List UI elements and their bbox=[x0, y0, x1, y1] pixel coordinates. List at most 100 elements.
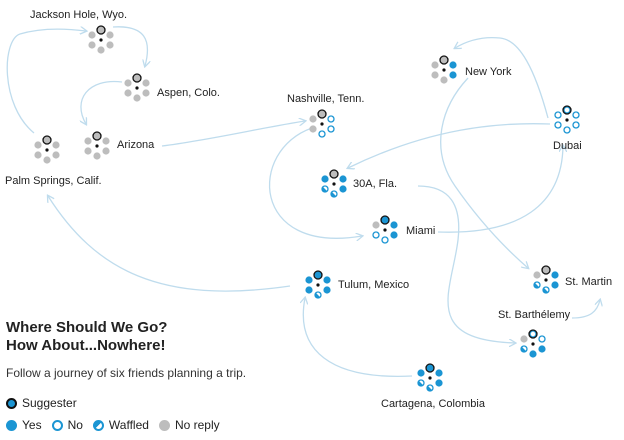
arrow-jackson-to-aspen bbox=[112, 26, 147, 66]
cluster-arizona bbox=[84, 131, 110, 160]
vote-no-dot bbox=[318, 130, 326, 138]
label-new-york: New York bbox=[465, 66, 512, 78]
vote-noreply-dot bbox=[106, 41, 114, 49]
vote-yes-dot bbox=[305, 286, 313, 294]
vote-waffled-half bbox=[417, 380, 424, 387]
label-st-martin: St. Martin bbox=[565, 276, 613, 288]
vote-waffled-half bbox=[520, 346, 527, 353]
vote-no-dot bbox=[372, 231, 380, 239]
vote-noreply-dot bbox=[309, 125, 317, 133]
suggester-ring bbox=[329, 169, 339, 179]
legend-suggester-row: Suggester bbox=[6, 396, 87, 410]
vote-yes-dot bbox=[529, 350, 537, 358]
cluster-nashville bbox=[309, 109, 335, 138]
cluster-center-dot bbox=[320, 122, 324, 126]
vote-noreply-dot bbox=[440, 56, 448, 64]
vote-waffled-half bbox=[426, 385, 433, 392]
legend-yes-label: Yes bbox=[22, 418, 42, 432]
vote-yes-dot bbox=[339, 175, 347, 183]
vote-yes-dot bbox=[390, 221, 398, 229]
cluster-tulum bbox=[305, 270, 331, 299]
label-miami: Miami bbox=[406, 225, 436, 237]
suggester-ring bbox=[42, 135, 52, 145]
vote-noreply-dot bbox=[309, 115, 317, 123]
label-tulum: Tulum, Mexico bbox=[338, 279, 410, 291]
vote-noreply-dot bbox=[440, 76, 448, 84]
vote-yes-dot bbox=[323, 286, 331, 294]
vote-noreply-dot bbox=[330, 170, 338, 178]
vote-noreply-dot bbox=[43, 156, 51, 164]
vote-noreply-dot bbox=[542, 266, 550, 274]
arrow-palmsprings-to-jackson bbox=[6, 29, 86, 134]
vote-no-dot bbox=[554, 121, 562, 129]
vote-waffled-half bbox=[321, 186, 328, 193]
no-reply-swatch-icon bbox=[158, 419, 170, 431]
cluster-dubai bbox=[554, 105, 580, 134]
legend-waffled-label: Waffled bbox=[108, 418, 149, 432]
vote-yes-dot bbox=[339, 185, 347, 193]
no-swatch-icon bbox=[51, 419, 63, 431]
cluster-newyork bbox=[431, 55, 457, 84]
title-line-1: Where Should We Go? bbox=[6, 319, 168, 336]
cluster-center-dot bbox=[95, 144, 99, 148]
vote-yes-dot bbox=[417, 369, 425, 377]
waffled-swatch-icon bbox=[92, 419, 104, 431]
suggester-ring bbox=[380, 215, 390, 225]
cluster-jackson bbox=[88, 25, 114, 54]
vote-no-dot bbox=[554, 111, 562, 119]
vote-noreply-dot bbox=[124, 79, 132, 87]
suggester-ring bbox=[132, 73, 142, 83]
label-arizona: Arizona bbox=[117, 139, 155, 151]
legend-yes: Yes bbox=[6, 418, 42, 432]
suggester-ring bbox=[313, 270, 323, 280]
vote-noreply-dot bbox=[142, 79, 150, 87]
cluster-thirtya bbox=[321, 169, 347, 198]
label-30a: 30A, Fla. bbox=[353, 178, 398, 190]
arrow-arizona-to-nashville bbox=[161, 121, 305, 147]
suggester-ring bbox=[528, 329, 538, 339]
vote-yes-dot bbox=[381, 216, 389, 224]
vote-waffled-half bbox=[330, 191, 337, 198]
vote-yes-dot bbox=[426, 364, 434, 372]
label-nashville: Nashville, Tenn. bbox=[287, 93, 365, 105]
vote-no-dot bbox=[381, 236, 389, 244]
vote-no-dot bbox=[529, 330, 537, 338]
vote-noreply-dot bbox=[84, 137, 92, 145]
vote-noreply-dot bbox=[84, 147, 92, 155]
vote-noreply-dot bbox=[106, 31, 114, 39]
arrow-cartagena-to-tulum bbox=[303, 298, 413, 377]
arrow-stbarth-to-stmartin bbox=[571, 300, 600, 319]
page-title: Where Should We Go? How About...Nowhere! bbox=[6, 319, 167, 355]
label-cartagena: Cartagena, Colombia bbox=[381, 398, 485, 410]
cluster-miami bbox=[372, 215, 398, 244]
cluster-center-dot bbox=[99, 38, 103, 42]
cluster-center-dot bbox=[383, 228, 387, 232]
vote-yes-dot bbox=[323, 276, 331, 284]
vote-no-dot bbox=[327, 125, 335, 133]
legend-no-label: No bbox=[67, 418, 83, 432]
vote-yes-dot bbox=[449, 71, 457, 79]
vote-noreply-dot bbox=[88, 41, 96, 49]
vote-yes-dot bbox=[449, 61, 457, 69]
cluster-stmartin bbox=[533, 265, 559, 294]
vote-no-dot bbox=[563, 106, 571, 114]
vote-noreply-dot bbox=[431, 61, 439, 69]
vote-noreply-dot bbox=[372, 221, 380, 229]
vote-noreply-dot bbox=[133, 94, 141, 102]
legend-no: No bbox=[51, 418, 83, 432]
vote-waffled-half bbox=[533, 282, 540, 289]
arrow-tulum-to-palmsprings bbox=[48, 196, 291, 292]
vote-noreply-dot bbox=[52, 151, 60, 159]
vote-yes-dot bbox=[551, 271, 559, 279]
cluster-center-dot bbox=[565, 118, 569, 122]
legend-waffled: Waffled bbox=[92, 418, 149, 432]
vote-yes-dot bbox=[390, 231, 398, 239]
suggester-swatch-icon bbox=[6, 397, 17, 409]
vote-noreply-dot bbox=[102, 147, 110, 155]
vote-noreply-dot bbox=[43, 136, 51, 144]
cluster-center-dot bbox=[316, 283, 320, 287]
cluster-center-dot bbox=[428, 376, 432, 380]
arrow-miami-to-dubai bbox=[437, 146, 563, 233]
vote-noreply-dot bbox=[93, 152, 101, 160]
